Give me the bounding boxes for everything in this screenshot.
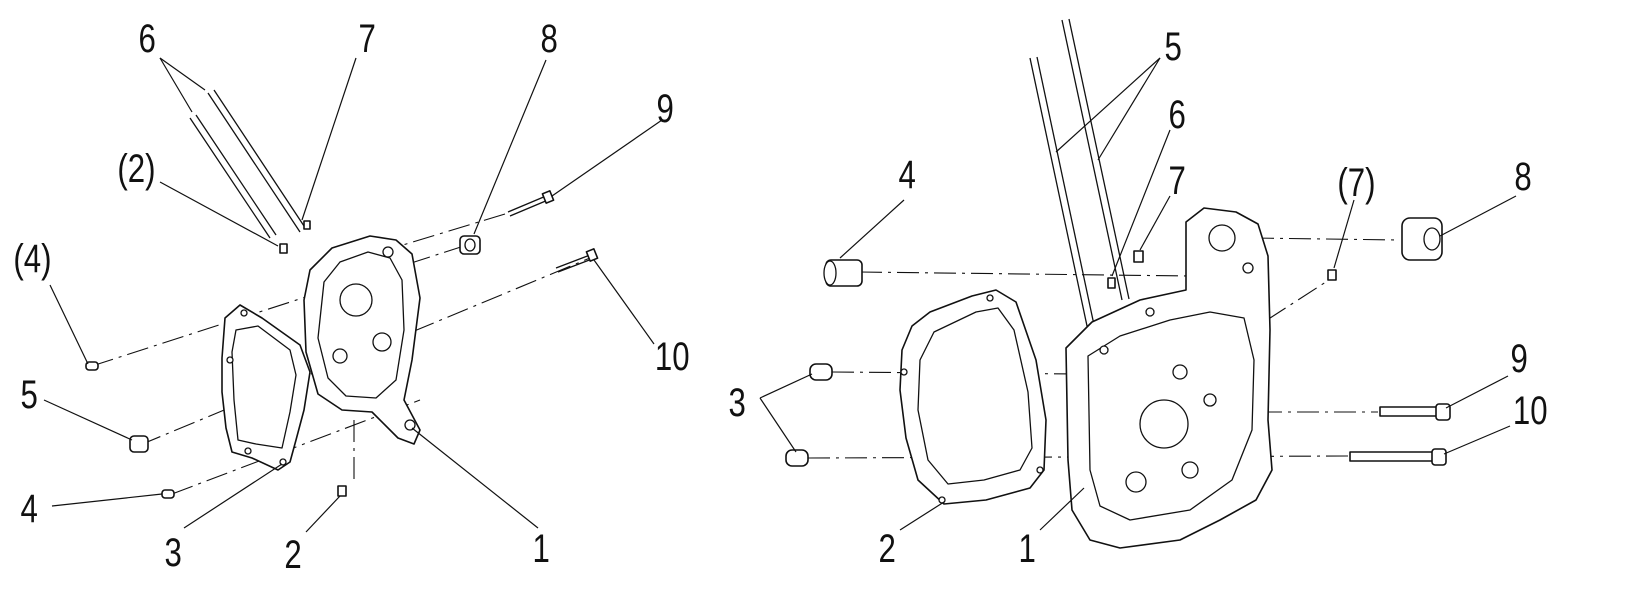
part-8-bushing [459,235,481,255]
label-8: 8 [540,16,557,61]
leader-10 [593,259,655,345]
part-7-pin-paren [1327,269,1337,281]
leader-8 [1439,195,1517,237]
part-2-gasket-inner [917,307,1033,485]
leader-6 [1111,129,1171,277]
leader-4-paren [49,284,89,365]
centerline-4-8 [91,243,471,367]
leader-5b [1097,57,1161,161]
part-1-crankcase-right [1065,207,1273,549]
gasket-hole [279,458,287,466]
gasket-hole [240,309,248,317]
part-4-dowel-lower [161,489,175,499]
part-6-studs [189,89,307,239]
leader-6a [159,57,206,91]
part-3-gasket-inner [231,325,297,449]
part-2-gasket [899,289,1047,505]
label-1: 1 [532,526,549,571]
label-5: 5 [1164,24,1181,69]
part-4-dowel-upper [85,361,99,371]
gasket-hole [244,447,252,455]
label-10: 10 [655,334,690,379]
gasket-hole [900,368,908,376]
label-7-paren: (7) [1337,160,1375,205]
part-7-pin [303,220,311,230]
part-2-dowel-lower [337,485,347,497]
part-8-bushing [1401,217,1443,261]
part-4-bushing [823,259,863,287]
label-9: 9 [1510,336,1527,381]
centerline-4-dowel [171,399,421,495]
gasket-hole [226,356,234,364]
label-10: 10 [1513,388,1548,433]
leader-2 [305,495,341,533]
leader-2-paren [159,181,279,247]
part-3-dowel-upper [809,363,833,381]
label-2-paren: (2) [117,146,155,191]
part-7-pin [1133,250,1144,263]
part-1-crankcase-left [303,235,421,445]
leader-4 [839,199,905,259]
label-7: 7 [358,16,375,61]
part-3-gasket [221,304,311,471]
part-3-dowel-lower [785,449,809,467]
label-6: 6 [138,16,155,61]
left-exploded-view: 6 7 8 9 (2) (4) 5 4 3 2 1 10 [13,16,689,577]
label-5: 5 [20,372,37,417]
label-3: 3 [164,530,181,575]
label-2: 2 [284,532,301,577]
leader-3a [759,373,813,399]
part-9-bolt [507,190,555,217]
label-1: 1 [1018,526,1035,571]
label-9: 9 [656,86,673,131]
leader-10 [1443,425,1511,455]
label-7: 7 [1168,158,1185,203]
part-10-bolt [555,248,599,273]
leader-5 [43,399,133,441]
leader-5a [1055,57,1161,153]
leader-8 [473,59,547,235]
label-4: 4 [898,152,915,197]
leader-2 [899,501,945,531]
leader-7 [301,57,357,221]
centerline-4 [859,271,1191,277]
leader-1 [411,427,539,529]
label-6: 6 [1168,92,1185,137]
right-exploded-view: 5 6 4 7 (7) 8 3 9 10 2 1 [728,18,1548,571]
leader-7 [1139,195,1171,251]
part-2-dowel-upper [279,243,288,254]
part-6-pin [1107,277,1116,289]
label-8: 8 [1514,154,1531,199]
leader-6b [159,57,193,113]
leader-3 [183,463,283,529]
gasket-hole [938,496,946,504]
leader-9 [551,119,663,197]
gasket-hole [1036,466,1044,474]
part-10-bolt [1349,448,1447,466]
part-5-studs [1029,18,1130,341]
part-5-bushing [129,435,149,453]
label-3: 3 [728,380,745,425]
centerline-8 [1251,237,1401,241]
leader-1 [1039,487,1085,531]
part-9-bolt [1379,403,1451,421]
leader-4 [51,493,163,507]
leader-7-paren [1333,199,1355,269]
leader-3b [759,397,797,453]
gasket-hole [986,294,994,302]
label-2: 2 [878,526,895,571]
leader-9 [1445,375,1509,409]
label-4: 4 [20,486,37,531]
label-4-paren: (4) [13,236,51,281]
